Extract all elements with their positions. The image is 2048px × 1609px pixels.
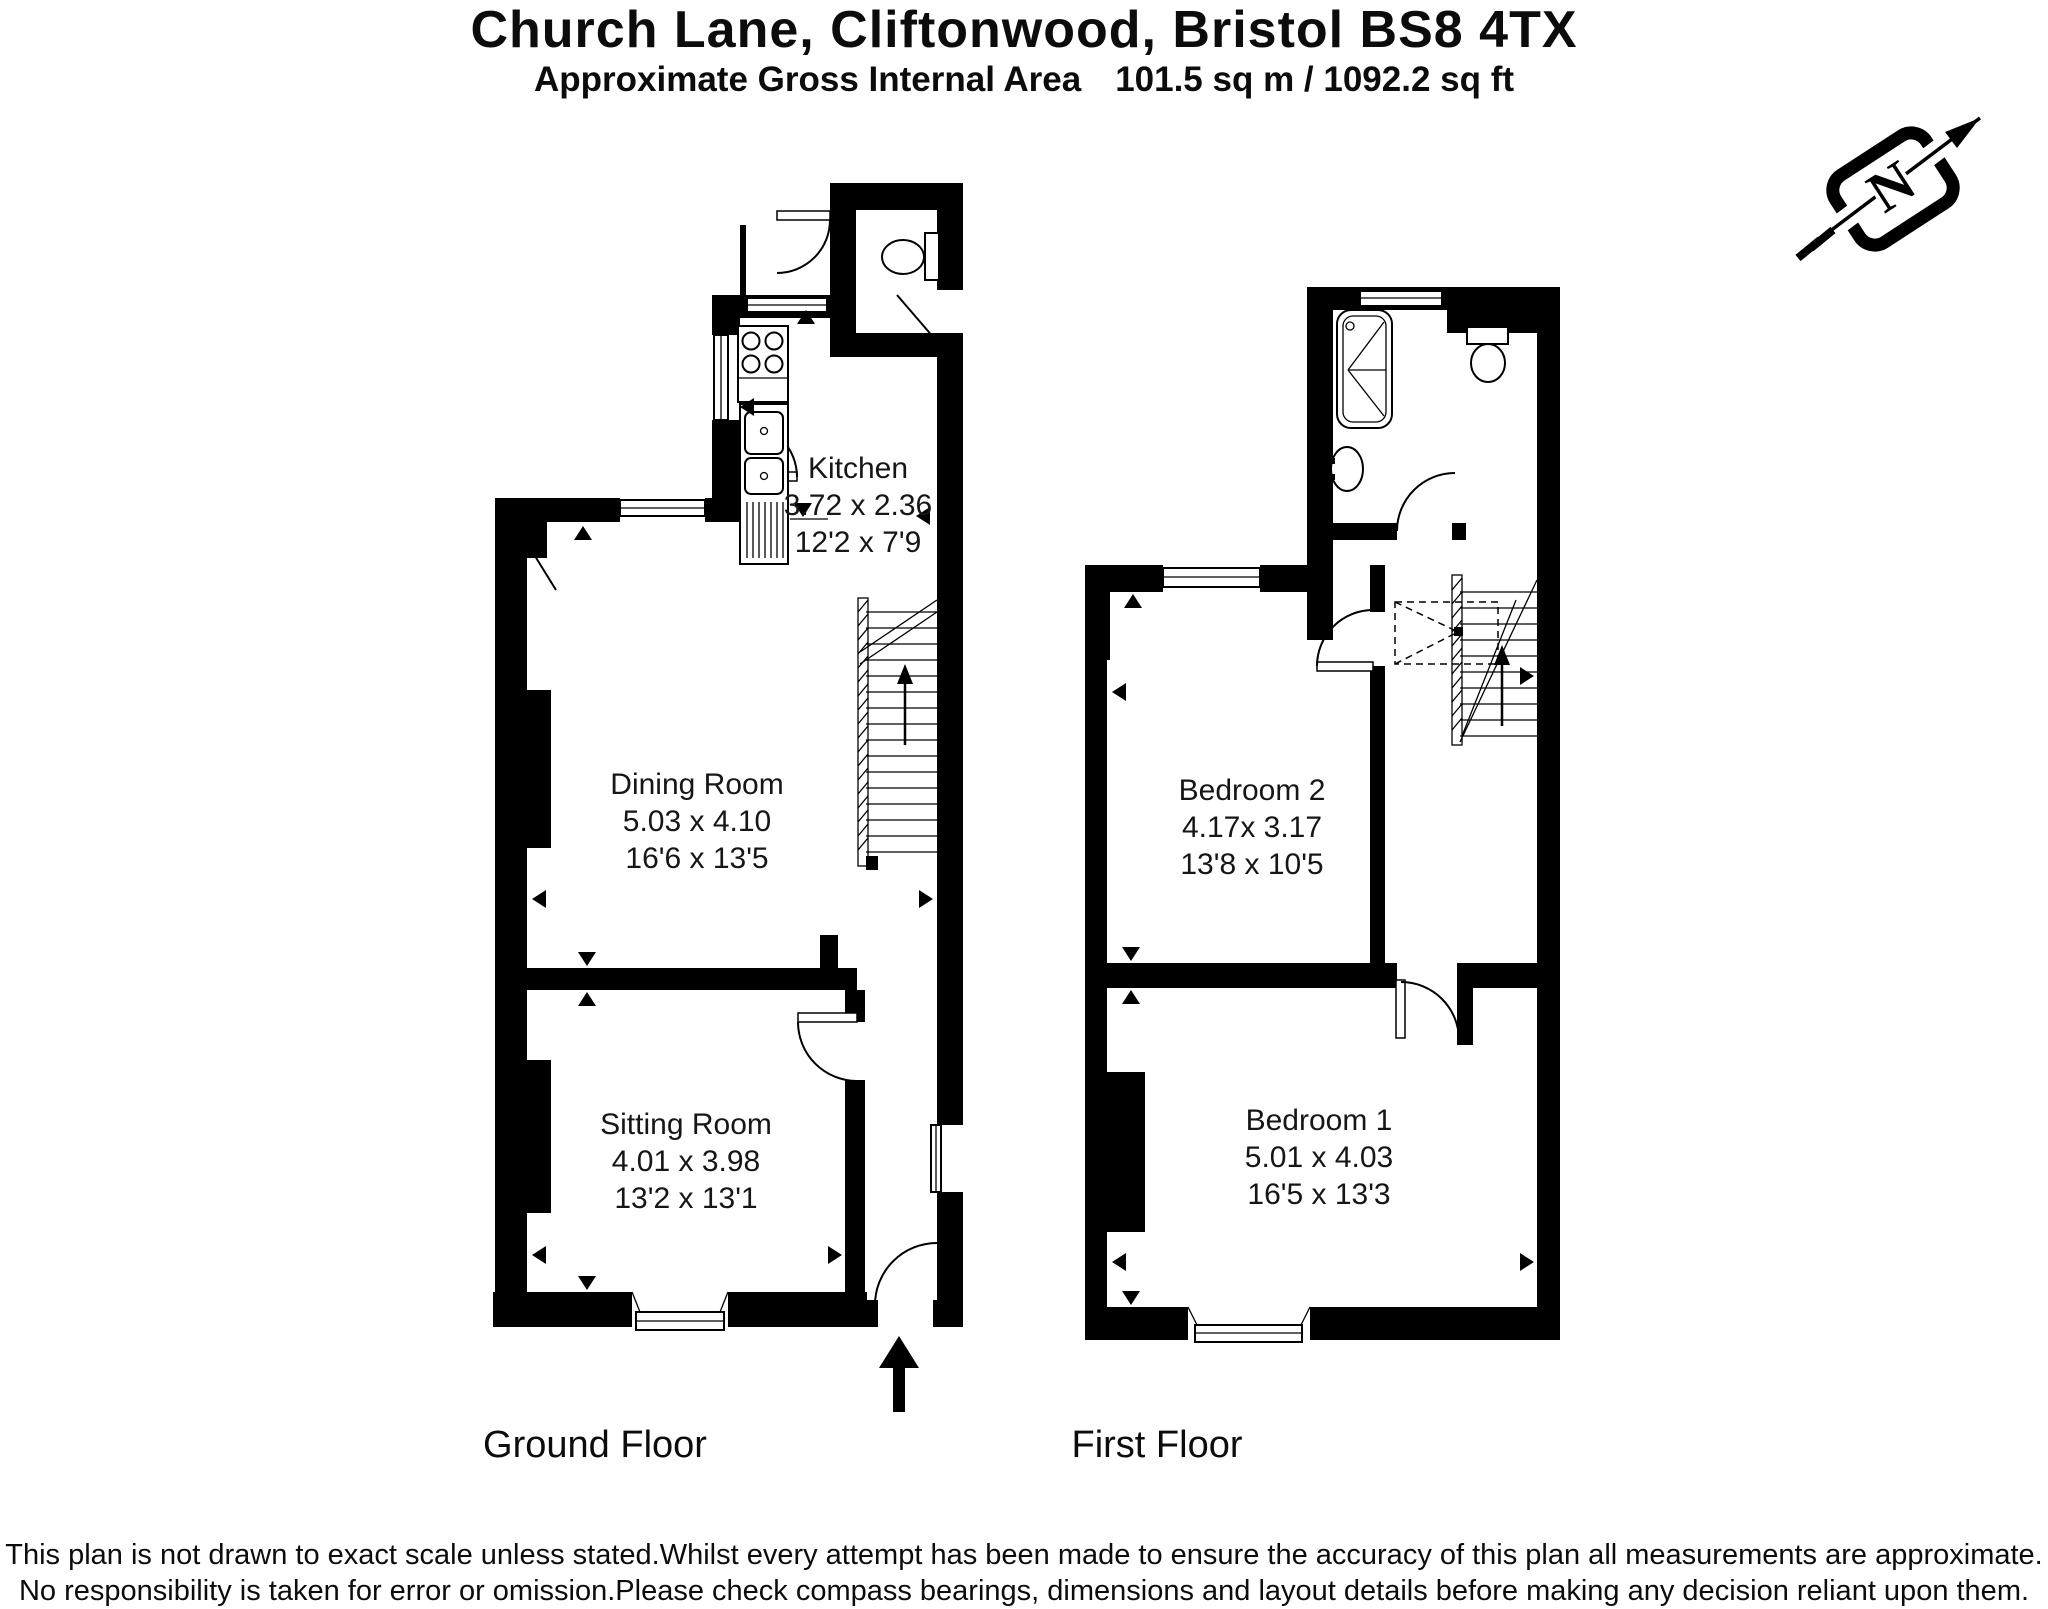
kitchen-stove xyxy=(737,325,789,403)
dining-window xyxy=(619,499,706,517)
compass-arrow-shaft xyxy=(1803,116,1982,252)
ground-staircase xyxy=(857,597,938,867)
ground-floor-plan xyxy=(493,183,963,1412)
disclaimer-line1: This plan is not drawn to exact scale un… xyxy=(5,1539,2043,1571)
sitting-room-label: Sitting Room 4.01 x 3.98 13'2 x 13'1 xyxy=(600,1106,772,1217)
bedroom1-name: Bedroom 1 xyxy=(1245,1104,1393,1137)
disclaimer: This plan is not drawn to exact scale un… xyxy=(0,1537,2048,1609)
front-door xyxy=(874,1242,938,1306)
area-label: Approximate Gross Internal Area xyxy=(533,60,1082,99)
sitting-imperial: 13'2 x 13'1 xyxy=(614,1182,758,1215)
sitting-bay-window xyxy=(631,1291,729,1331)
page-subtitle: Approximate Gross Internal Area 101.5 sq … xyxy=(0,60,2048,100)
rear-door xyxy=(896,294,941,346)
disclaimer-line2: No responsibility is taken for error or … xyxy=(18,1575,2030,1607)
sitting-name: Sitting Room xyxy=(600,1108,772,1141)
bedroom2-name: Bedroom 2 xyxy=(1178,774,1326,807)
bedroom2-metric: 4.17x 3.17 xyxy=(1181,811,1323,844)
compass-arrow-head xyxy=(1945,118,1980,148)
alcove-door xyxy=(529,547,557,591)
bedroom2-label: Bedroom 2 4.17x 3.17 13'8 x 10'5 xyxy=(1179,772,1326,883)
kitchen-name: Kitchen xyxy=(807,452,909,485)
kitchen-sink-counter xyxy=(739,403,789,565)
ground-floor-label: Ground Floor xyxy=(483,1424,707,1466)
wc-door xyxy=(776,210,831,274)
ground-dimension-arrows xyxy=(532,310,933,1290)
dining-name: Dining Room xyxy=(610,768,784,801)
compass-arrow-feathers xyxy=(1795,226,1836,262)
hall-window xyxy=(930,1124,942,1193)
sitting-metric: 4.01 x 3.98 xyxy=(611,1145,761,1178)
stairs-up-arrow xyxy=(897,664,913,745)
ground-walls xyxy=(493,183,963,1327)
bathroom-window xyxy=(1359,290,1443,307)
bedroom1-chimney-breast xyxy=(1107,1072,1145,1232)
bedroom1-metric: 5.01 x 4.03 xyxy=(1244,1141,1394,1174)
bedroom2-window xyxy=(1162,567,1261,588)
wc-toilet xyxy=(881,232,940,281)
ground-windows xyxy=(619,297,942,1331)
first-doors xyxy=(1316,472,1460,1041)
area-value: 101.5 sq m / 1092.2 sq ft xyxy=(1115,60,1515,99)
kitchen-side-window xyxy=(713,334,729,421)
bathroom-door xyxy=(1396,472,1456,532)
basin xyxy=(1328,446,1364,492)
kitchen-label: Kitchen 3.72 x 2.36 12'2 x 7'9 xyxy=(784,450,932,561)
first-toilet xyxy=(1466,326,1509,383)
first-floor-label: First Floor xyxy=(1071,1424,1243,1466)
bedroom2-door xyxy=(1316,609,1374,672)
bedroom1-label: Bedroom 1 5.01 x 4.03 16'5 x 13'3 xyxy=(1245,1102,1393,1213)
compass: N xyxy=(1795,110,1987,262)
first-walls xyxy=(1085,287,1560,1340)
first-staircase xyxy=(1394,574,1538,746)
kitchen-imperial: 12'2 x 7'9 xyxy=(794,526,922,559)
stairs-headroom-dashed xyxy=(1394,601,1499,665)
bedroom1-bay-window xyxy=(1187,1306,1311,1343)
kitchen-top-window xyxy=(746,297,828,313)
dining-room-label: Dining Room 5.03 x 4.10 16'6 x 13'5 xyxy=(610,766,783,877)
dining-chimney-breast xyxy=(527,690,551,848)
first-floor-plan xyxy=(1085,287,1560,1343)
dining-imperial: 16'6 x 13'5 xyxy=(625,842,769,875)
bedroom1-imperial: 16'5 x 13'3 xyxy=(1247,1178,1391,1211)
kitchen-metric: 3.72 x 2.36 xyxy=(783,489,933,522)
first-dimension-arrows xyxy=(1112,594,1534,1305)
bedroom2-imperial: 13'8 x 10'5 xyxy=(1180,848,1324,881)
first-windows xyxy=(1162,290,1443,1343)
sitting-door xyxy=(797,1012,858,1082)
bedroom1-door xyxy=(1395,979,1460,1041)
dining-metric: 5.03 x 4.10 xyxy=(622,805,772,838)
first-stairs-up-arrow xyxy=(1494,645,1510,726)
sitting-chimney-breast xyxy=(527,1060,551,1213)
page-title: Church Lane, Cliftonwood, Bristol BS8 4T… xyxy=(470,1,1578,59)
bathtub xyxy=(1336,309,1393,429)
entry-arrow xyxy=(879,1336,919,1412)
